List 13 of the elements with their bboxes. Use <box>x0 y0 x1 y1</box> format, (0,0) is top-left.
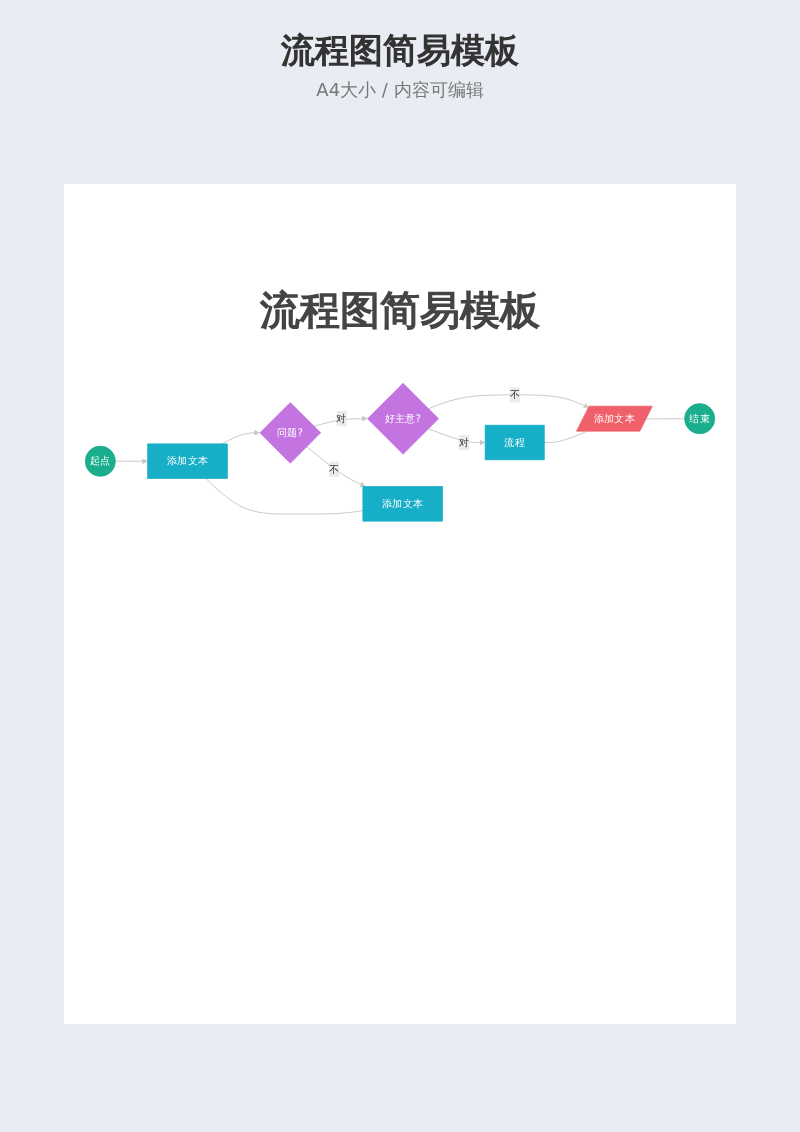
connector <box>645 418 686 420</box>
node-circle <box>684 403 716 435</box>
subtitle: A4大小 / 内容可编辑 <box>314 79 486 104</box>
page-title: 流程图简易模板 <box>279 30 521 74</box>
node-box <box>362 486 443 522</box>
node-box <box>484 424 545 461</box>
node-diamond <box>259 402 321 464</box>
diagram-heading: 流程图简易模板 <box>257 284 542 338</box>
node-diamond <box>367 382 439 455</box>
node-circle <box>84 445 116 477</box>
node-box <box>147 443 228 479</box>
connector <box>543 431 587 443</box>
connector <box>205 478 364 515</box>
